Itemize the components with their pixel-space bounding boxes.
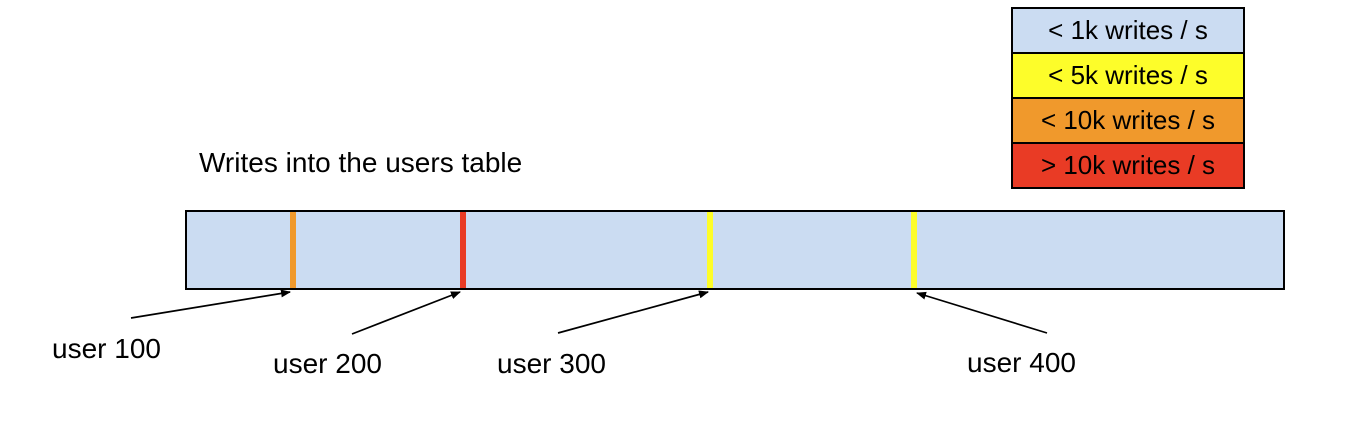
legend-item-lt-1k: < 1k writes / s xyxy=(1011,7,1245,54)
legend: < 1k writes / s < 5k writes / s < 10k wr… xyxy=(1011,7,1245,189)
legend-item-label: < 1k writes / s xyxy=(1048,15,1208,45)
legend-item-lt-10k: < 10k writes / s xyxy=(1011,97,1245,144)
arrow-user-300 xyxy=(557,290,709,334)
legend-item-label: < 5k writes / s xyxy=(1048,60,1208,90)
arrow-user-200 xyxy=(351,291,461,335)
legend-item-label: < 10k writes / s xyxy=(1040,105,1216,135)
write-hotspot-stripe-user-100 xyxy=(290,212,296,288)
write-hotspot-stripe-user-400 xyxy=(911,212,917,288)
arrow-user-400 xyxy=(916,291,1048,334)
arrow-user-100 xyxy=(130,289,291,319)
label-user-400: user 400 xyxy=(967,347,1076,378)
write-hotspot-stripe-user-300 xyxy=(707,212,713,288)
legend-item-lt-5k: < 5k writes / s xyxy=(1011,52,1245,99)
legend-item-label: > 10k writes / s xyxy=(1040,150,1216,180)
users-table-band xyxy=(185,210,1285,290)
write-hotspot-stripe-user-200 xyxy=(460,212,466,288)
label-user-300: user 300 xyxy=(497,348,606,379)
label-user-100: user 100 xyxy=(52,333,161,364)
diagram-title: Writes into the users table xyxy=(199,147,523,178)
legend-item-gt-10k: > 10k writes / s xyxy=(1011,142,1245,189)
label-user-200: user 200 xyxy=(273,348,382,379)
